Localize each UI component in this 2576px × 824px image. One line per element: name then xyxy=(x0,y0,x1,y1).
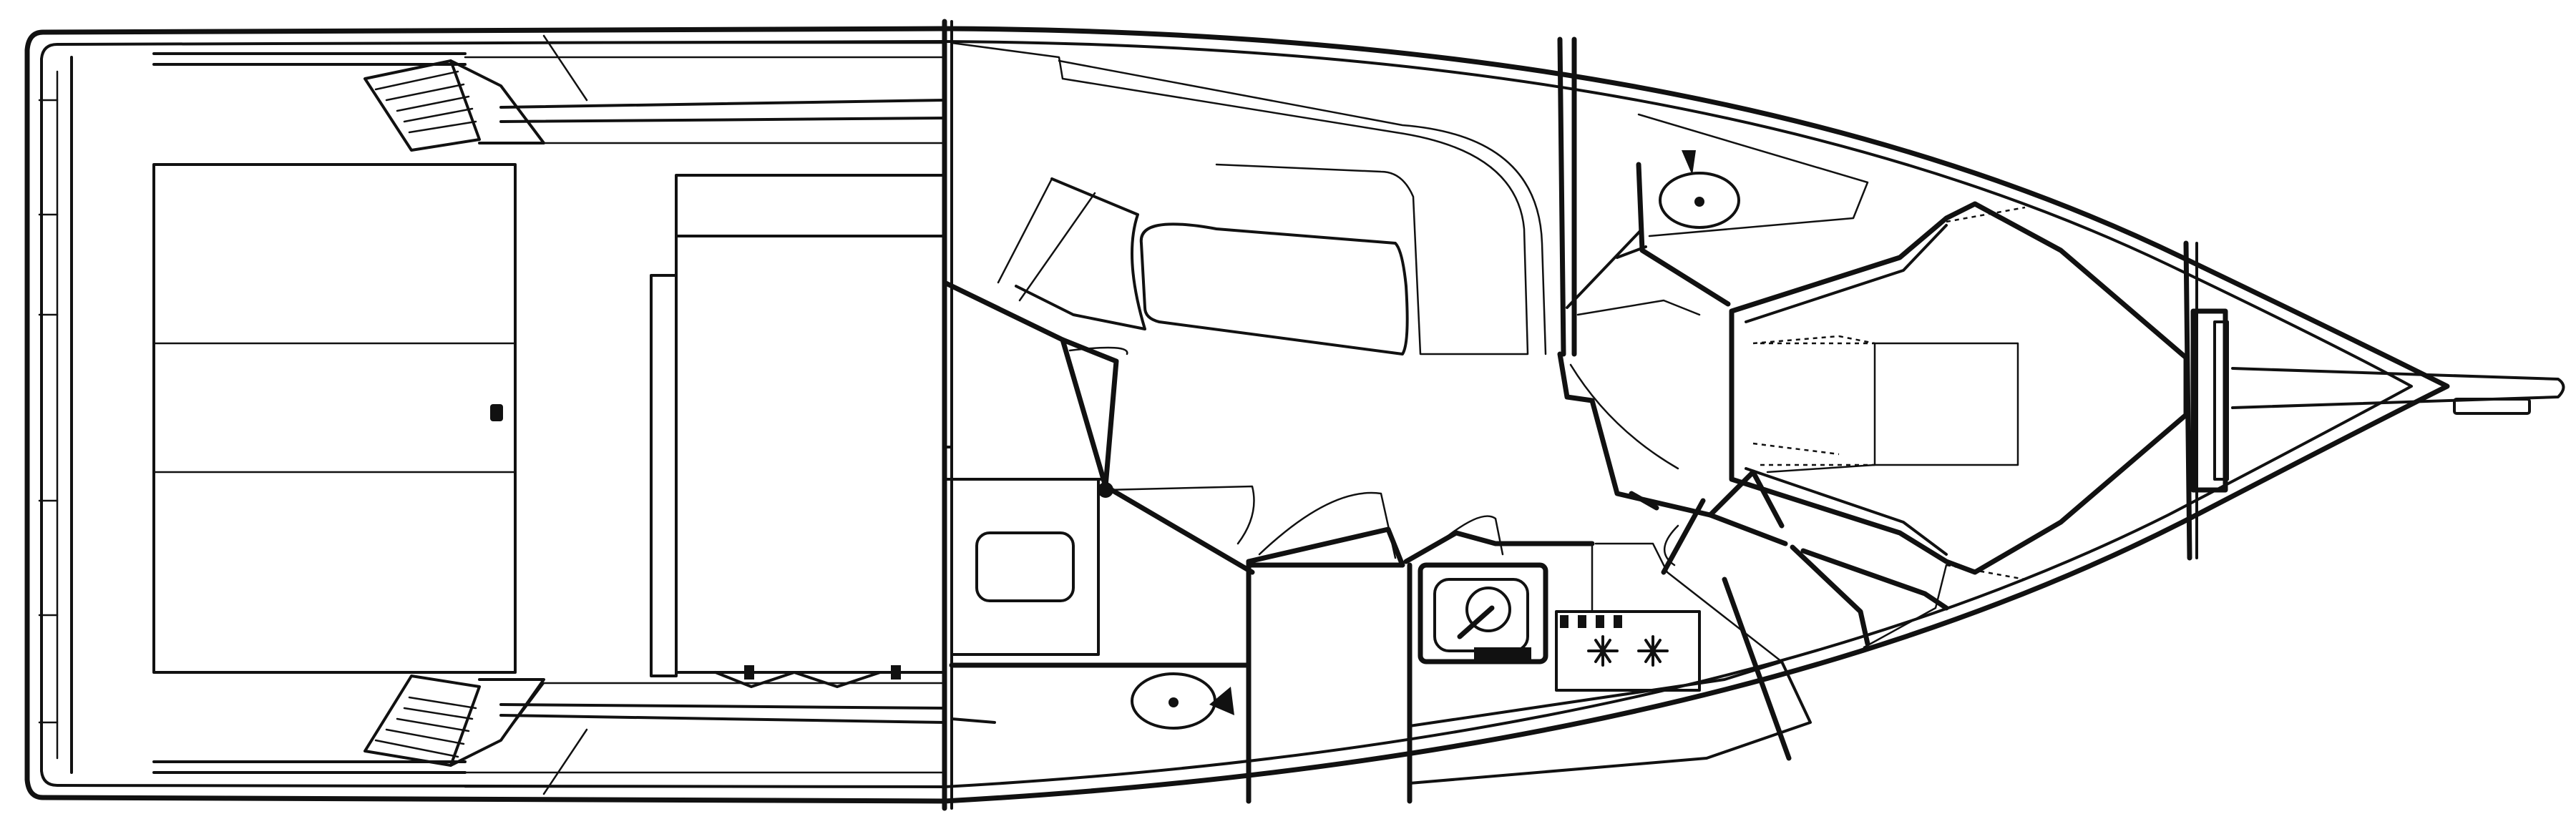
head-sink xyxy=(1131,672,1234,730)
cockpit xyxy=(152,34,946,795)
galley-stove xyxy=(1555,610,1701,692)
bridge-bulkhead xyxy=(942,19,953,811)
galley-sink xyxy=(1418,562,1548,664)
companionway xyxy=(1246,491,1595,804)
forward-head-sink xyxy=(1659,150,1740,229)
v-berth xyxy=(1729,201,2189,581)
starboard-cabinets xyxy=(1790,544,1949,649)
dinette xyxy=(942,280,1255,667)
cockpit-steps-port xyxy=(364,59,545,152)
galley xyxy=(1408,542,1812,785)
bow-pulpit xyxy=(2231,367,2565,415)
hull-outline xyxy=(24,26,2450,804)
helm-seat xyxy=(650,174,946,688)
salon-settee xyxy=(950,41,1547,355)
forward-head xyxy=(1557,36,1869,357)
cockpit-hatch xyxy=(152,163,517,674)
cockpit-steps-starboard xyxy=(364,675,545,767)
